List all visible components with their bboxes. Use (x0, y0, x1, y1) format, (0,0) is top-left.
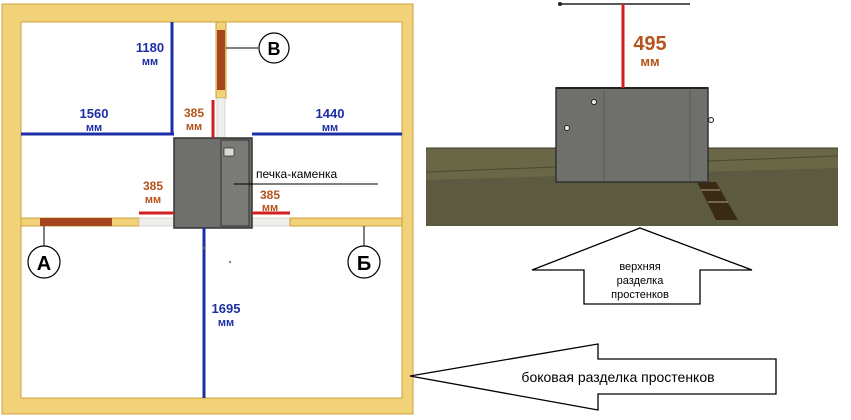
stove-label: печка-каменка (256, 167, 337, 181)
marker-b-label: Б (357, 253, 371, 275)
stove-side-body (555, 87, 709, 183)
gap-top-unit: мм (186, 121, 202, 133)
dim-bottom-value: 1695 (212, 301, 241, 316)
dim-right-unit: мм (322, 122, 338, 134)
stove-chimney (223, 147, 235, 157)
left-arrow-shape (409, 343, 777, 411)
floor-plan: 1180 мм 1560 мм 1440 мм 1695 мм 385 мм 3… (1, 3, 414, 415)
left-arrow-callout: боковая разделка простенков (409, 343, 777, 411)
dim-side-value: 495 (633, 33, 666, 55)
stove-top-view (173, 137, 253, 229)
gap-right-unit: мм (262, 202, 278, 214)
left-arrow-label: боковая разделка простенков (521, 369, 714, 385)
partition-wall-right (289, 217, 403, 227)
floor-gap (697, 182, 738, 220)
dim-left-unit: мм (86, 122, 102, 134)
dim-top-value: 1180 (136, 40, 164, 55)
marker-v-label: В (268, 39, 281, 59)
up-arrow-line-3: простенков (611, 289, 669, 301)
side-view: 495 мм (425, 2, 839, 226)
marker-b: Б (347, 226, 381, 279)
marker-v: В (226, 32, 290, 64)
up-arrow-line-2: разделка (617, 275, 665, 287)
dim-top-unit: мм (142, 56, 158, 68)
stove-side-view (555, 87, 714, 183)
dim-bottom-unit: мм (218, 317, 234, 329)
dim-side-unit: мм (640, 54, 659, 69)
up-arrow-shape (531, 227, 753, 305)
gap-left-unit: мм (145, 194, 161, 206)
insulation-right (251, 217, 291, 227)
insulation-top (216, 97, 226, 139)
insulation-left (138, 217, 176, 227)
gap-top-value: 385 (184, 106, 204, 120)
gap-right-value: 385 (260, 188, 280, 202)
marker-a: А (27, 226, 61, 279)
door-v (217, 30, 225, 90)
up-arrow-line-1: верхняя (619, 261, 660, 273)
dim-left-value: 1560 (80, 106, 109, 121)
gap-left-value: 385 (143, 179, 163, 193)
marker-a-label: А (37, 253, 51, 275)
door-a (40, 218, 112, 226)
dim-right-value: 1440 (316, 106, 345, 121)
up-arrow-callout: верхняя разделка простенков (531, 227, 753, 305)
